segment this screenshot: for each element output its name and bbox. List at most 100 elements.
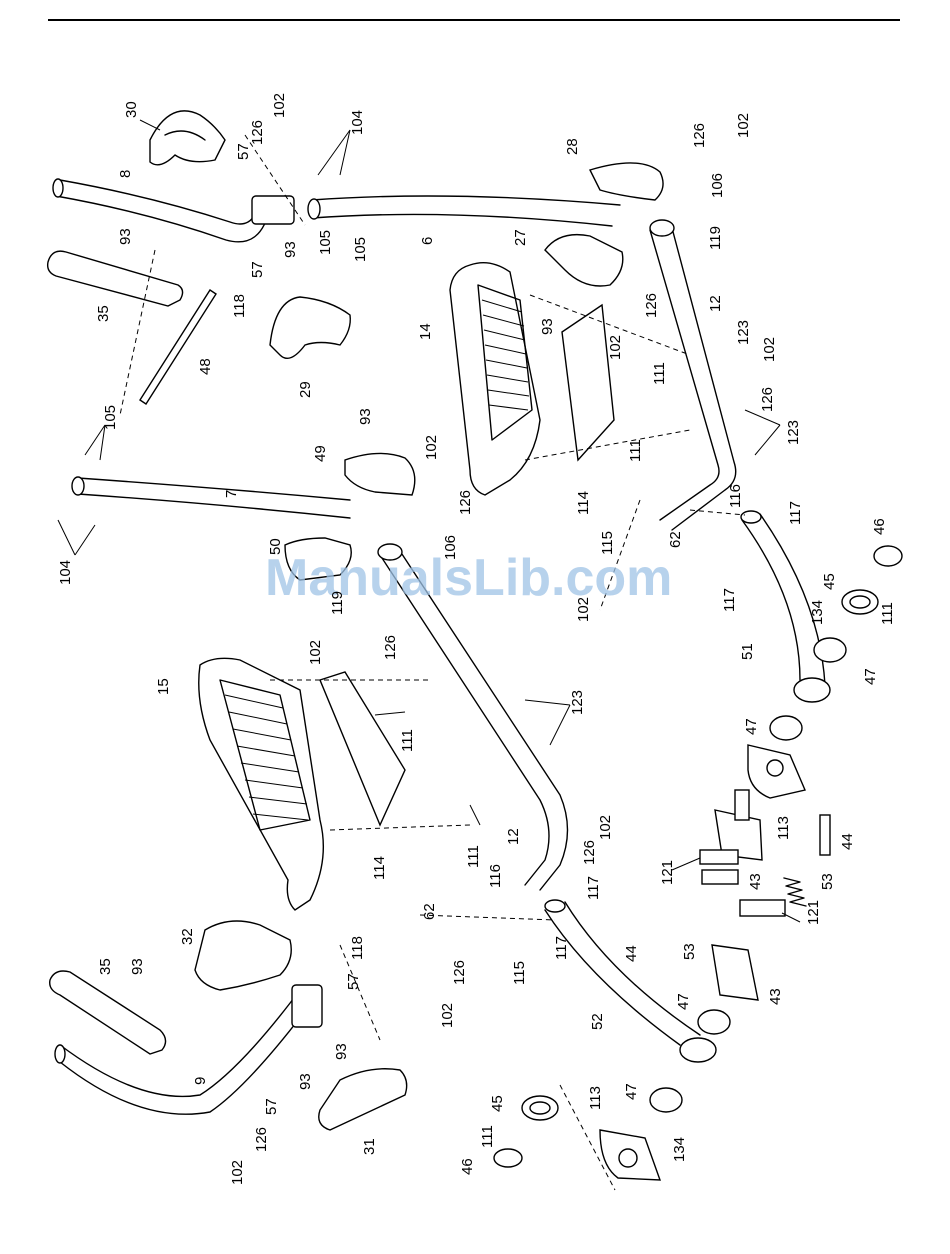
clip-121-right [699, 849, 786, 917]
frame-12-right [649, 219, 737, 531]
callout-111: 111 [651, 362, 668, 385]
callout-6: 6 [419, 237, 436, 245]
callout-117: 117 [787, 501, 804, 525]
cover-35-bottom [49, 970, 167, 1055]
bracket-43-right [714, 789, 763, 861]
callout-126: 126 [249, 120, 266, 145]
callout-35: 35 [95, 305, 112, 322]
callout-102: 102 [423, 435, 440, 460]
callout-121: 121 [805, 900, 822, 925]
callout-27: 27 [512, 229, 529, 246]
callout-123: 123 [735, 320, 752, 345]
cover-49 [344, 452, 416, 496]
cap-46-right [873, 545, 903, 567]
bracket-113-lower [599, 1129, 662, 1181]
callout-62: 62 [421, 903, 438, 920]
callout-117: 117 [553, 936, 570, 960]
callout-113: 113 [775, 816, 792, 840]
bearing-47-lower [649, 1009, 731, 1113]
callout-116: 116 [487, 864, 504, 888]
cover-32 [194, 920, 292, 991]
callout-35: 35 [97, 958, 114, 975]
callout-126: 126 [759, 387, 776, 412]
callout-46: 46 [871, 518, 888, 535]
link-arm-52 [544, 899, 717, 1063]
callout-105: 105 [352, 237, 369, 262]
callout-47: 47 [862, 668, 879, 685]
callout-45: 45 [821, 573, 838, 590]
callout-118: 118 [231, 294, 248, 318]
callout-44: 44 [623, 945, 640, 962]
callout-115: 115 [599, 531, 616, 555]
axle-48 [139, 289, 217, 405]
callout-102: 102 [575, 597, 592, 622]
callout-57: 57 [249, 261, 266, 278]
callout-93: 93 [357, 408, 374, 425]
link-arm-51 [740, 510, 831, 703]
callout-126: 126 [691, 123, 708, 148]
frame-12-left [377, 543, 569, 891]
callout-30: 30 [123, 101, 140, 118]
bracket-113-right [747, 744, 806, 799]
cover-50 [284, 537, 352, 581]
callout-32: 32 [179, 928, 196, 945]
cap-46-lower [493, 1148, 523, 1168]
callout-93: 93 [117, 228, 134, 245]
callout-43: 43 [767, 988, 784, 1005]
callout-102: 102 [761, 337, 778, 362]
callout-7: 7 [223, 490, 240, 498]
leader-lines [57, 119, 801, 923]
callout-102: 102 [307, 640, 324, 665]
callout-53: 53 [819, 873, 836, 890]
callout-102: 102 [439, 1003, 456, 1028]
callout-93: 93 [297, 1073, 314, 1090]
wheel-45-right [841, 589, 879, 615]
bracket-43-lower [711, 944, 759, 1001]
callout-102: 102 [607, 335, 624, 360]
callout-111: 111 [399, 729, 416, 752]
wheel-45-lower [521, 1095, 559, 1121]
callout-93: 93 [333, 1043, 350, 1060]
callout-117: 117 [585, 876, 602, 900]
callout-113: 113 [587, 1086, 604, 1110]
cover-35-top [46, 250, 184, 307]
callout-51: 51 [739, 643, 756, 660]
watermark: ManualsLib.com [265, 549, 672, 607]
plate-114-right [561, 303, 615, 462]
callout-102: 102 [229, 1160, 246, 1185]
cover-29 [269, 296, 351, 359]
handle-9 [54, 984, 323, 1115]
callout-111: 111 [627, 439, 644, 462]
callout-104: 104 [349, 110, 366, 135]
callout-126: 126 [253, 1127, 270, 1152]
callout-29: 29 [297, 381, 314, 398]
callout-57: 57 [263, 1098, 280, 1115]
callout-53: 53 [681, 943, 698, 960]
callout-46: 46 [459, 1158, 476, 1175]
callout-116: 116 [727, 484, 744, 508]
callout-93: 93 [539, 318, 556, 335]
callout-102: 102 [271, 93, 288, 118]
callout-134: 134 [671, 1137, 688, 1162]
assembly-lines [119, 134, 746, 1191]
callout-102: 102 [735, 113, 752, 138]
callout-105: 105 [317, 230, 334, 255]
callout-115: 115 [511, 961, 528, 985]
callout-93: 93 [282, 241, 299, 258]
callout-44: 44 [839, 833, 856, 850]
plate-114-left [319, 671, 406, 827]
arm-7 [71, 476, 351, 519]
callout-114: 114 [371, 856, 388, 880]
callout-47: 47 [623, 1083, 640, 1100]
callout-47: 47 [743, 718, 760, 735]
callout-9: 9 [192, 1077, 209, 1085]
callout-45: 45 [489, 1095, 506, 1112]
callout-47: 47 [675, 993, 692, 1010]
callout-57: 57 [235, 143, 252, 160]
pedal-14 [449, 262, 541, 496]
callout-43: 43 [747, 873, 764, 890]
handle-arm-8 [52, 178, 295, 243]
callout-102: 102 [597, 815, 614, 840]
callout-123: 123 [569, 690, 586, 715]
